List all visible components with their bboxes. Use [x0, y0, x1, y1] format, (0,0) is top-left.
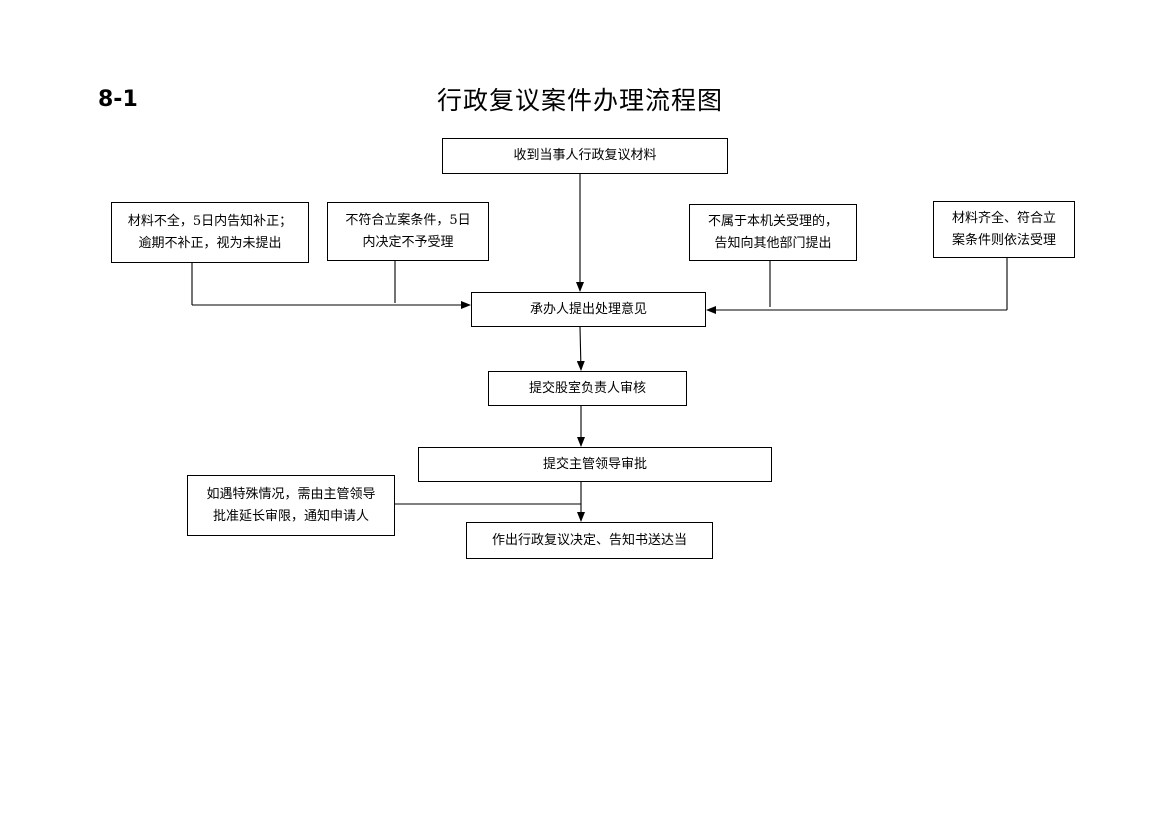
complete-materials-line-2: 案条件则依法受理	[951, 232, 1056, 248]
decision-box: 作出行政复议决定、告知书送达当	[466, 522, 713, 559]
non-qualifying-line-1: 不符合立案条件，5日	[345, 212, 471, 228]
incomplete-materials-line-2: 逾期不补正，视为未提出	[138, 235, 282, 251]
handler-opinion-box: 承办人提出处理意见	[471, 292, 706, 327]
non-qualifying-line-2: 内决定不予受理	[362, 234, 454, 250]
receive-materials-label: 收到当事人行政复议材料	[513, 148, 657, 163]
section-review-label: 提交股室负责人审核	[528, 380, 646, 396]
non-qualifying-box: 不符合立案条件，5日 内决定不予受理	[327, 202, 489, 261]
incomplete-materials-box: 材料不全，5日内告知补正； 逾期不补正，视为未提出	[111, 202, 309, 263]
handler-opinion-label: 承办人提出处理意见	[529, 301, 647, 317]
complete-materials-line-1: 材料齐全、符合立	[951, 210, 1056, 226]
leader-approval-label: 提交主管领导审批	[542, 456, 647, 472]
not-belong-line-2: 告知向其他部门提出	[714, 235, 832, 251]
section-review-box: 提交股室负责人审核	[488, 371, 687, 406]
page-title: 行政复议案件办理流程图	[436, 86, 723, 115]
receive-materials-box: 收到当事人行政复议材料	[442, 138, 728, 174]
special-case-line-1: 如遇特殊情况，需由主管领导	[206, 486, 376, 502]
complete-materials-box: 材料齐全、符合立 案条件则依法受理	[933, 201, 1075, 258]
special-case-box: 如遇特殊情况，需由主管领导 批准延长审限，通知申请人	[187, 475, 395, 536]
page-number: 8-1	[98, 87, 138, 112]
not-belong-line-1: 不属于本机关受理的，	[707, 213, 838, 229]
decision-label: 作出行政复议决定、告知书送达当	[491, 532, 687, 548]
leader-approval-box: 提交主管领导审批	[418, 447, 772, 482]
arrow-handler-to-section	[576, 326, 585, 371]
not-belong-box: 不属于本机关受理的， 告知向其他部门提出	[689, 204, 857, 261]
special-case-line-2: 批准延长审限，通知申请人	[212, 508, 369, 524]
incomplete-materials-line-1: 材料不全，5日内告知补正；	[127, 213, 293, 229]
